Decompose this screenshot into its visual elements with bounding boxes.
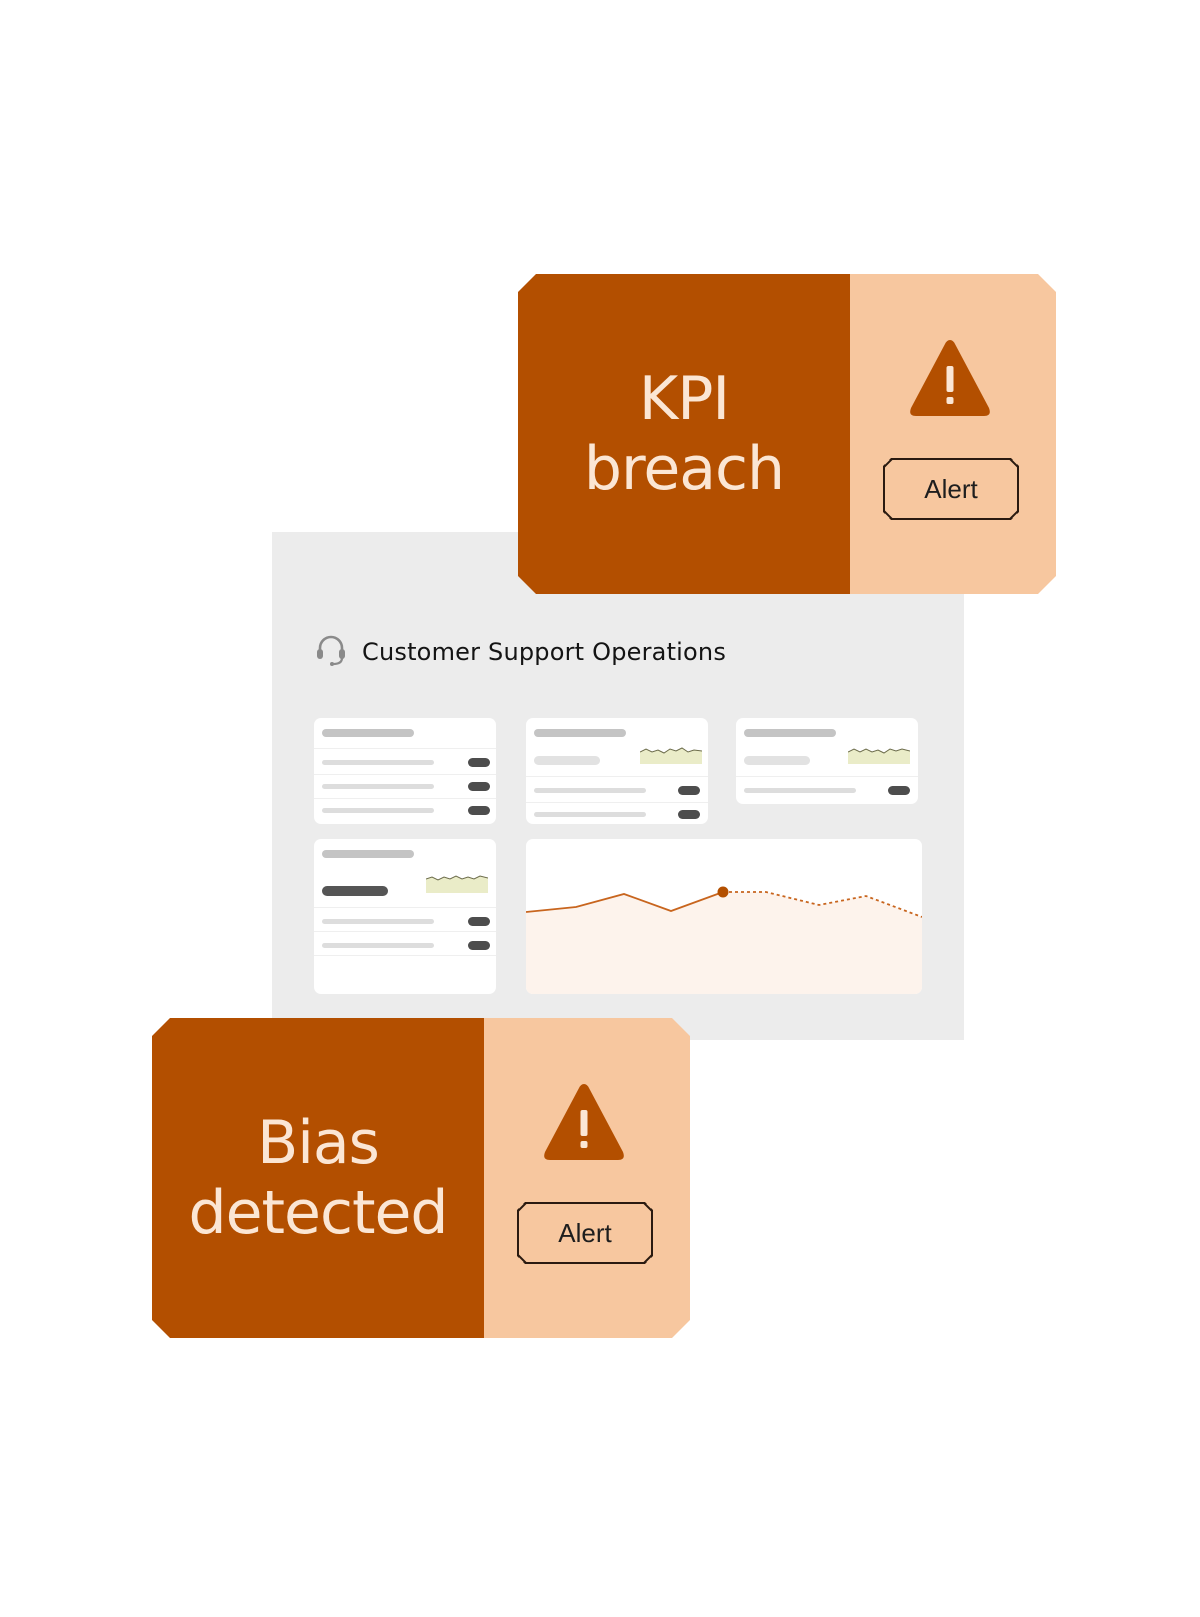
row-value-placeholder	[468, 941, 490, 950]
row-label-placeholder	[322, 919, 434, 924]
row-value-placeholder	[678, 786, 700, 795]
card-value-placeholder	[322, 886, 388, 896]
row-label-placeholder	[534, 812, 646, 817]
chart-current-point[interactable]	[717, 886, 729, 898]
row-value-placeholder	[468, 917, 490, 926]
row-label-placeholder	[322, 943, 434, 948]
card-label-placeholder	[744, 729, 836, 737]
alert-side-panel: Alert	[850, 274, 1056, 594]
dashboard-panel: Customer Support Operations	[272, 532, 964, 1040]
alert-message: Bias detected	[152, 1018, 484, 1338]
trend-chart	[526, 886, 922, 994]
warning-icon	[910, 340, 990, 416]
card-value-placeholder	[534, 756, 600, 765]
warning-icon	[544, 1084, 624, 1160]
chart-line-forecast	[723, 891, 922, 918]
alert-button[interactable]: Alert	[517, 1202, 653, 1264]
alert-title-line: breach	[583, 434, 785, 504]
trend-chart-card[interactable]	[526, 839, 922, 994]
row-label-placeholder	[322, 808, 434, 813]
alert-message: KPI breach	[518, 274, 850, 594]
sparkline	[426, 875, 488, 893]
chart-line-actual	[526, 891, 724, 913]
row-label-placeholder	[322, 784, 434, 789]
row-value-placeholder	[678, 810, 700, 819]
headset-icon	[314, 633, 348, 672]
metric-card[interactable]	[314, 718, 496, 824]
alert-card-kpi-breach: KPI breach Alert	[518, 274, 1056, 594]
alert-button[interactable]: Alert	[883, 458, 1019, 520]
chart-area-fill	[526, 892, 922, 994]
row-label-placeholder	[534, 788, 646, 793]
dashboard-title: Customer Support Operations	[362, 638, 727, 666]
dashboard-header: Customer Support Operations	[314, 632, 726, 672]
row-label-placeholder	[744, 788, 856, 793]
alert-title-line: KPI	[638, 364, 730, 434]
row-value-placeholder	[888, 786, 910, 795]
sparkline	[848, 748, 910, 764]
alert-side-panel: Alert	[484, 1018, 690, 1338]
row-value-placeholder	[468, 758, 490, 767]
card-label-placeholder	[534, 729, 626, 737]
card-value-placeholder	[744, 756, 810, 765]
row-value-placeholder	[468, 806, 490, 815]
alert-card-bias-detected: Bias detected Alert	[152, 1018, 690, 1338]
metric-card[interactable]	[314, 839, 496, 994]
row-label-placeholder	[322, 760, 434, 765]
row-value-placeholder	[468, 782, 490, 791]
alert-title-line: detected	[188, 1178, 449, 1248]
metric-card[interactable]	[736, 718, 918, 804]
card-label-placeholder	[322, 850, 414, 858]
card-label-placeholder	[322, 729, 414, 737]
metric-card[interactable]	[526, 718, 708, 824]
alert-title-line: Bias	[257, 1108, 380, 1178]
sparkline	[640, 747, 702, 764]
